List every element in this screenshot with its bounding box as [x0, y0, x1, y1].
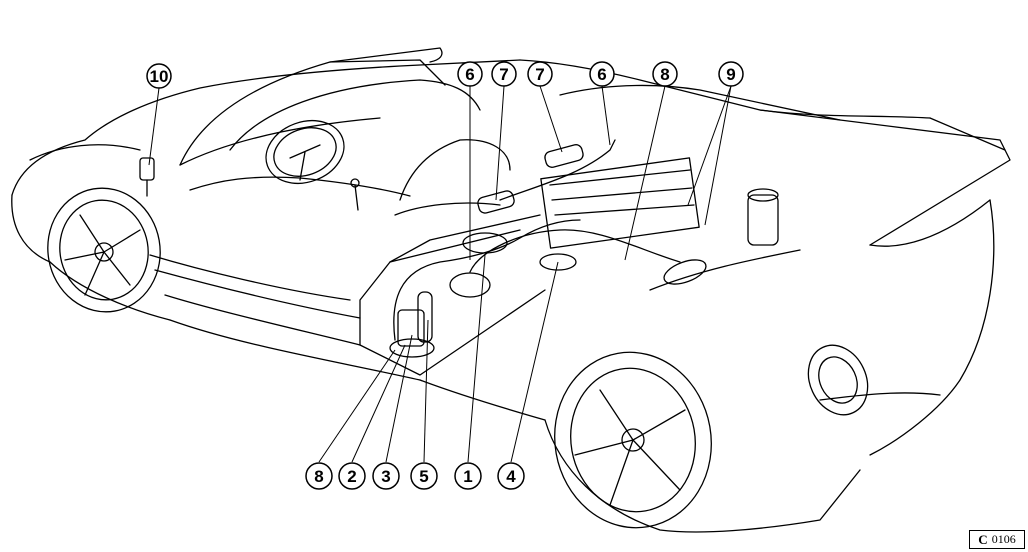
- svg-text:4: 4: [506, 467, 516, 486]
- svg-text:5: 5: [419, 467, 428, 486]
- callouts-bottom: 8 2 3 5 1 4: [305, 462, 525, 490]
- svg-text:10: 10: [150, 67, 169, 86]
- callout-3: 3: [372, 462, 400, 490]
- car-body-outline: [11, 47, 1011, 533]
- callout-6a: 6: [457, 61, 483, 87]
- callout-1: 1: [454, 462, 482, 490]
- figure-ref-code: 0106: [991, 532, 1016, 546]
- svg-text:7: 7: [535, 65, 544, 84]
- svg-text:8: 8: [314, 467, 323, 486]
- callout-4: 4: [497, 462, 525, 490]
- callout-5: 5: [410, 462, 438, 490]
- svg-text:2: 2: [347, 467, 356, 486]
- callouts-top: 10 6 7 7 6 8 9: [146, 61, 744, 89]
- figure-reference-box: C 0106: [969, 530, 1025, 549]
- svg-text:8: 8: [660, 65, 669, 84]
- svg-text:3: 3: [381, 467, 390, 486]
- svg-text:7: 7: [499, 65, 508, 84]
- svg-text:1: 1: [463, 467, 472, 486]
- svg-text:6: 6: [465, 65, 474, 84]
- callout-7a: 7: [491, 61, 517, 87]
- callout-7b: 7: [527, 61, 553, 87]
- leader-lines: [148, 85, 732, 463]
- callout-9: 9: [718, 61, 744, 87]
- callout-2: 2: [338, 462, 366, 490]
- callout-8a: 8: [652, 61, 678, 87]
- callout-6b: 6: [589, 61, 615, 87]
- svg-text:6: 6: [597, 65, 606, 84]
- figure-ref-prefix: C: [978, 531, 988, 547]
- callout-8b: 8: [305, 462, 333, 490]
- svg-text:9: 9: [726, 65, 735, 84]
- callout-10: 10: [146, 63, 172, 89]
